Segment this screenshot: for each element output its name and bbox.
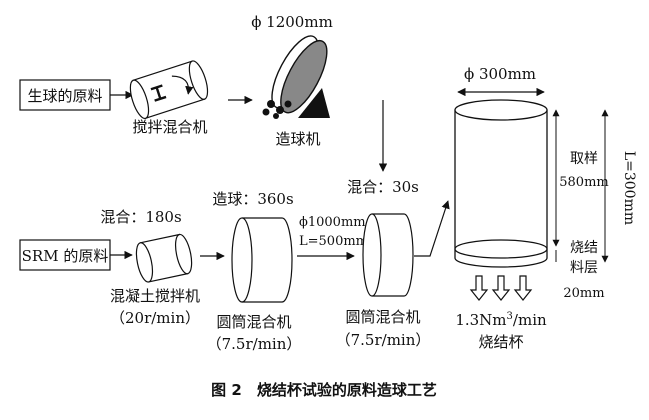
drum-mixer-2-icon	[362, 213, 414, 297]
pot-diameter: ϕ 300mm	[464, 65, 536, 83]
sample-label: 取样	[570, 151, 598, 167]
airflow-rate: 1.3Nm3/min	[455, 311, 547, 329]
concrete-mixer-label: 混凝土搅拌机	[110, 287, 200, 305]
sample-height: 580mm	[559, 175, 608, 190]
drum-dim-length: L=500mm	[299, 234, 368, 249]
raw-material-label-srm: SRM 的原料	[22, 247, 109, 265]
raw-material-label-top: 生球的原料	[27, 87, 102, 105]
mix1-time: 混合：180s	[100, 208, 181, 226]
drum1-label: 圆筒混合机	[216, 313, 291, 331]
drum2-speed: （7.5r/min）	[336, 331, 431, 349]
bed-height: 20mm	[563, 286, 604, 301]
drum-mixer-1-icon	[231, 217, 293, 303]
mixer-label-top: 搅拌混合机	[132, 118, 207, 136]
sinter-pot-label: 烧结杯	[478, 333, 523, 351]
bed-label-2: 料层	[570, 260, 598, 276]
drum1-speed: （7.5r/min）	[207, 335, 302, 353]
drum2-label: 圆筒混合机	[345, 308, 420, 326]
pot-height-label: L=300mm	[621, 151, 637, 225]
arrow-drum2-to-pot	[414, 200, 450, 257]
mixer-drum-icon	[129, 60, 209, 120]
concrete-mixer-speed: （20r/min）	[110, 309, 200, 327]
pelletizer-disc-icon	[262, 35, 330, 119]
pellet-time: 造球：360s	[212, 190, 293, 208]
bed-label-1: 烧结	[570, 240, 598, 256]
airflow-arrows	[469, 275, 533, 301]
mix2-time: 混合：30s	[347, 178, 419, 196]
pelletizer-label: 造球机	[275, 130, 320, 148]
concrete-mixer-icon	[135, 233, 193, 283]
figure-caption: 图 2 烧结杯试验的原料造球工艺	[211, 381, 437, 399]
sinter-pot-icon	[454, 99, 548, 268]
pelletizer-diameter: ϕ 1200mm	[251, 13, 333, 31]
drum-dim-diameter: ϕ1000mm	[299, 215, 366, 230]
